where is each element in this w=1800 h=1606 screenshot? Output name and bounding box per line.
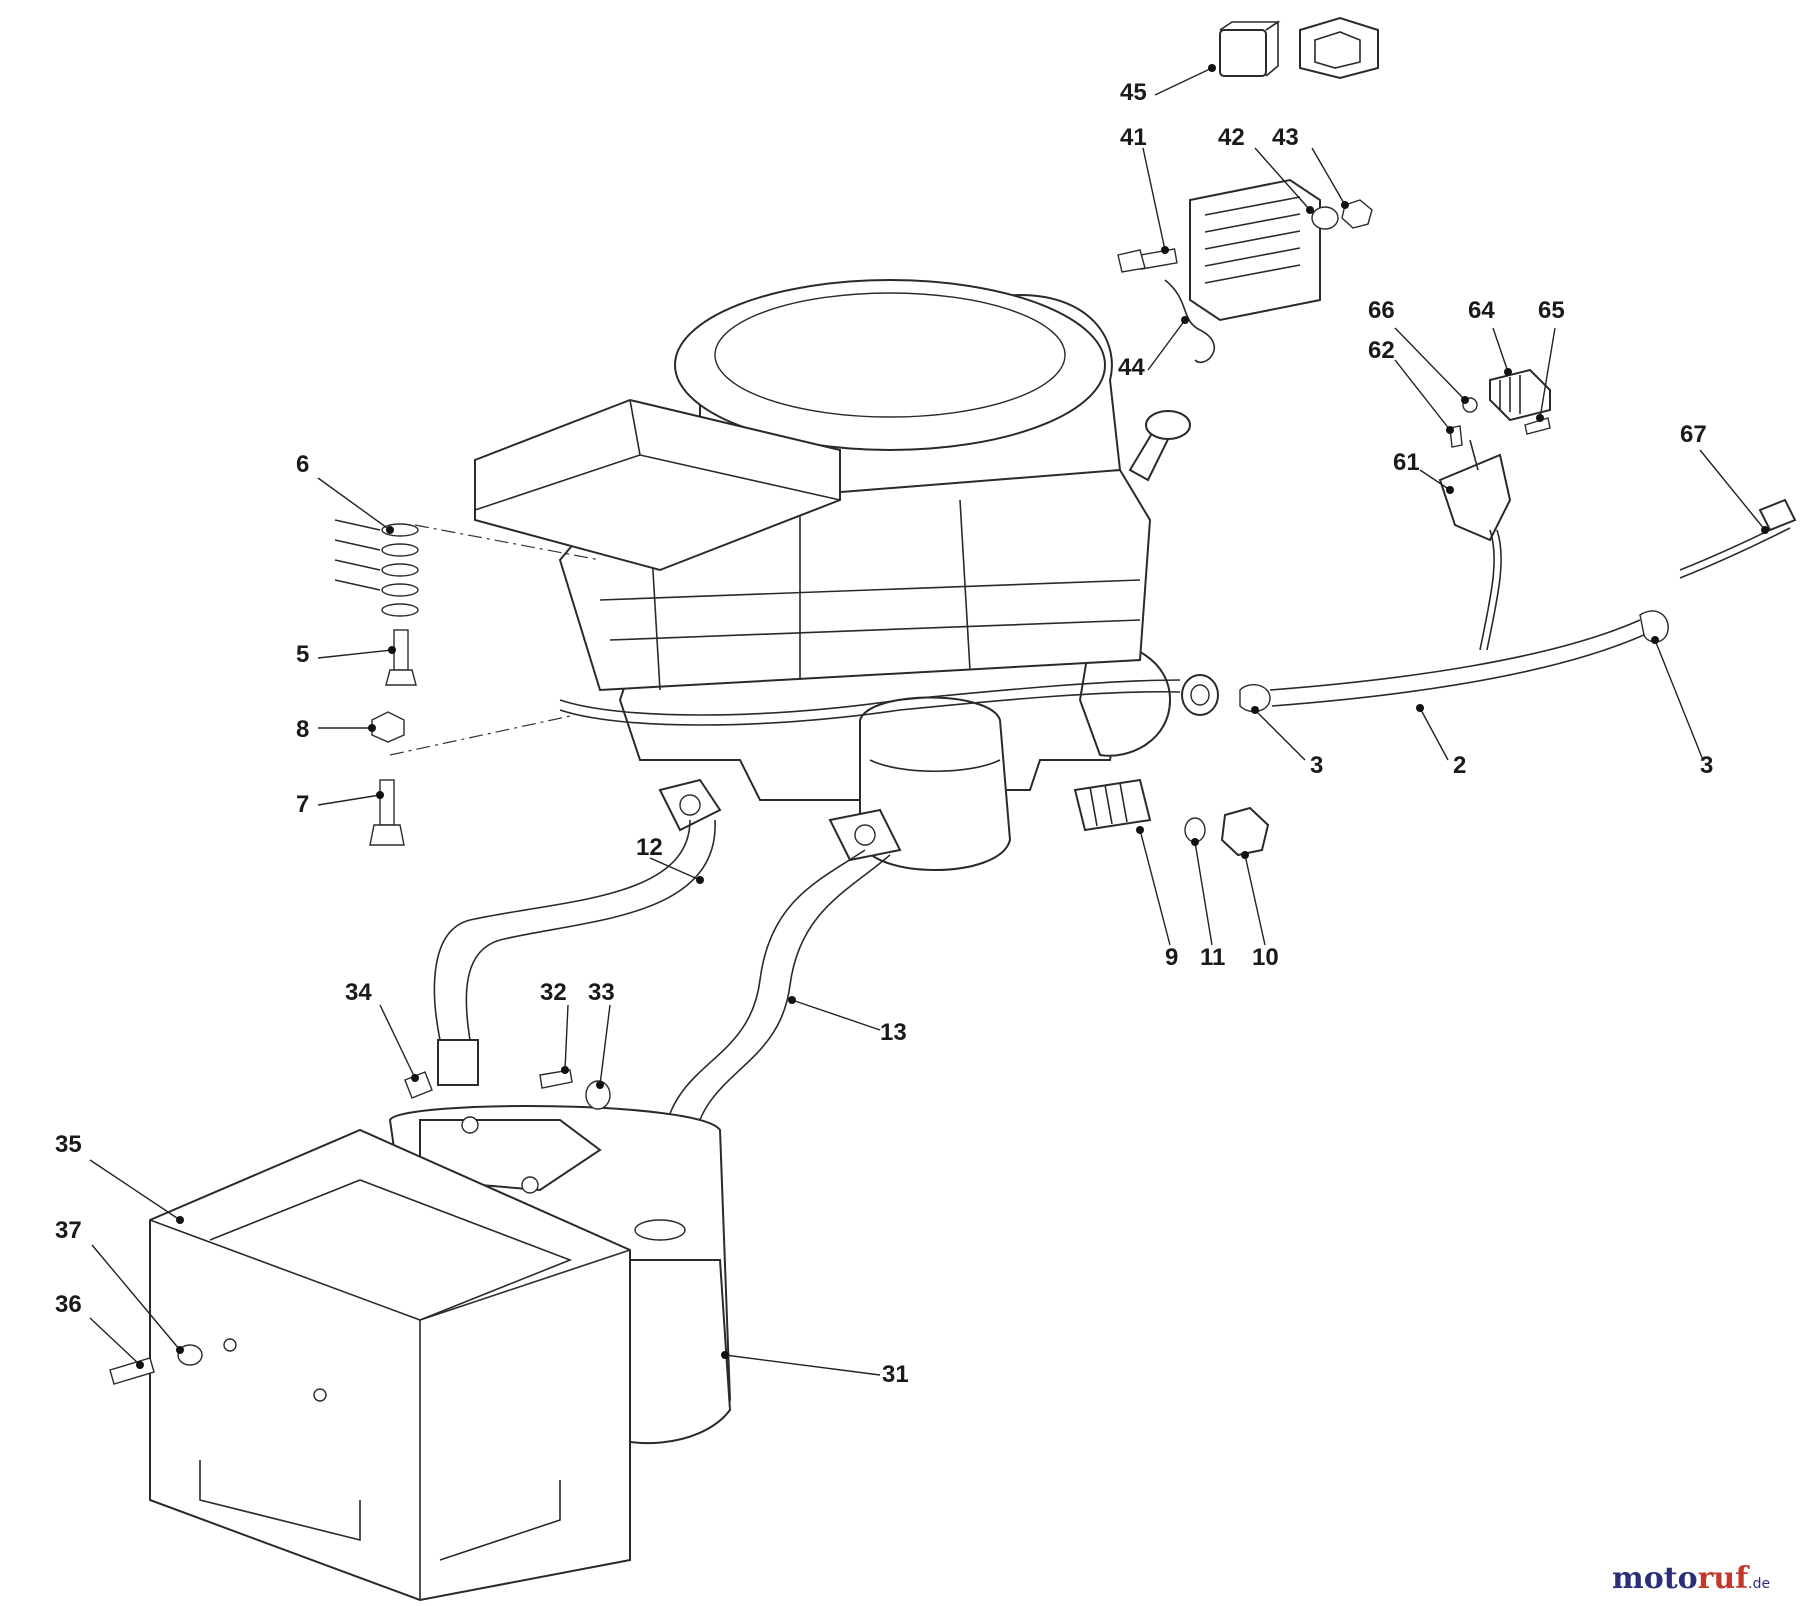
muffler-assembly [149,1105,732,1602]
callout-35: 35 [55,1131,82,1158]
svg-text:motoruf.de: motoruf.de [1612,1561,1770,1596]
callout-65: 65 [1538,297,1565,324]
heat-shield-35 [149,1128,631,1602]
drain-plug-10 [1220,806,1270,857]
left-fasteners [334,519,601,846]
drain-fitting-9 [1073,778,1152,832]
callout-10: 10 [1252,944,1279,971]
callout-3-left: 3 [1310,752,1323,779]
callout-5: 5 [296,641,309,668]
callout-33: 33 [588,979,615,1006]
hose-clip-3a [1239,684,1271,713]
callout-6: 6 [296,451,309,478]
callout-43: 43 [1272,124,1299,151]
callout-8: 8 [296,716,309,743]
voltage-regulator [1189,178,1321,322]
hose-clip-3b [1639,610,1669,643]
callout-3-right: 3 [1700,752,1713,779]
callout-7: 7 [296,791,309,818]
callout-67: 67 [1680,421,1707,448]
callout-9: 9 [1165,944,1178,971]
callout-12: 12 [636,834,663,861]
callout-11: 11 [1200,944,1225,971]
callout-62: 62 [1368,337,1395,364]
nut-8 [371,711,405,743]
callout-64: 64 [1468,297,1495,324]
callout-41: 41 [1120,124,1147,151]
watermark-logo: motoruf.de [1612,1561,1770,1596]
engine-assembly [474,279,1219,871]
callout-42: 42 [1218,124,1245,151]
watermark-part2: ruf [1698,1561,1751,1596]
connector-67 [1758,498,1797,532]
fuel-hose-2 [1269,619,1641,691]
oil-filler-cap [1145,410,1191,440]
callout-labels: 45 41 42 43 44 66 64 65 62 61 67 6 5 8 7… [55,79,1713,1388]
electrical-parts [1117,16,1797,651]
callout-61: 61 [1393,449,1420,476]
pipe-clamp-left [437,1039,479,1086]
callout-13: 13 [880,1019,907,1046]
relay-45 [1219,29,1267,77]
exhaust-pipe-13 [664,849,866,1131]
watermark-suffix: .de [1748,1576,1770,1592]
callout-31: 31 [882,1361,909,1388]
callout-37: 37 [55,1217,82,1244]
callout-34: 34 [345,979,372,1006]
callout-32: 32 [540,979,567,1006]
callout-44: 44 [1118,354,1145,381]
leader-lines [89,64,1769,1376]
exhaust-pipe-12 [433,819,691,1041]
watermark-part1: moto [1612,1561,1698,1596]
callout-45: 45 [1120,79,1147,106]
callout-66: 66 [1368,297,1395,324]
callout-2: 2 [1453,752,1466,779]
lever-bracket-61 [1438,453,1512,542]
callout-36: 36 [55,1291,82,1318]
ground-wire-44 [1164,279,1215,363]
